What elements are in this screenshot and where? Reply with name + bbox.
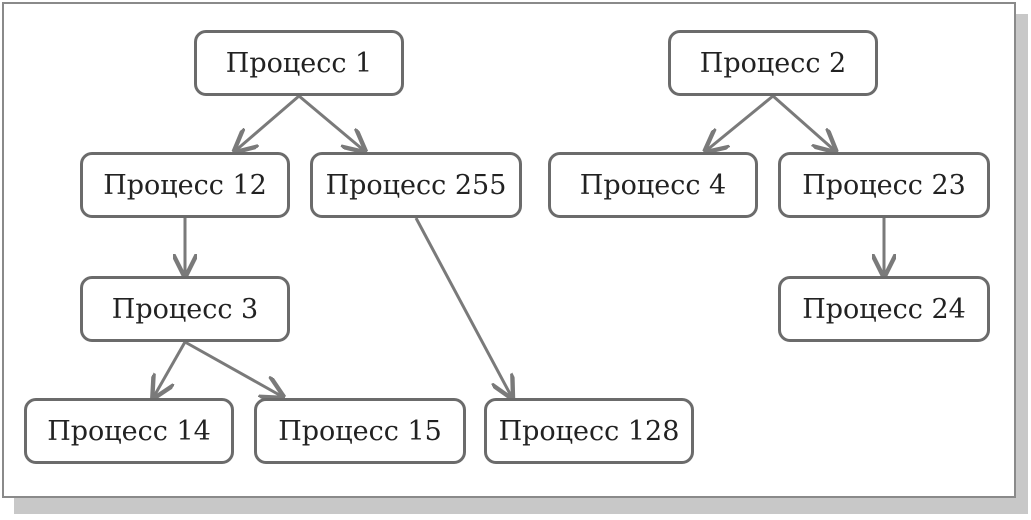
node-label: Процесс 23 [802,169,966,201]
node-process-15[interactable]: Процесс 15 [254,398,466,464]
node-process-128[interactable]: Процесс 128 [484,398,694,464]
node-label: Процесс 14 [47,415,211,447]
node-process-12[interactable]: Процесс 12 [80,152,290,218]
node-label: Процесс 12 [103,169,267,201]
node-process-24[interactable]: Процесс 24 [778,276,990,342]
node-process-1[interactable]: Процесс 1 [194,30,404,96]
node-process-4[interactable]: Процесс 4 [548,152,758,218]
node-label: Процесс 128 [498,415,680,447]
node-process-2[interactable]: Процесс 2 [668,30,878,96]
node-label: Процесс 255 [325,169,507,201]
node-label: Процесс 3 [111,293,259,325]
node-process-14[interactable]: Процесс 14 [24,398,234,464]
node-label: Процесс 2 [699,47,847,79]
node-label: Процесс 15 [278,415,442,447]
node-process-3[interactable]: Процесс 3 [80,276,290,342]
node-label: Процесс 24 [802,293,966,325]
node-process-23[interactable]: Процесс 23 [778,152,990,218]
node-label: Процесс 1 [225,47,373,79]
node-label: Процесс 4 [579,169,727,201]
node-process-255[interactable]: Процесс 255 [310,152,522,218]
